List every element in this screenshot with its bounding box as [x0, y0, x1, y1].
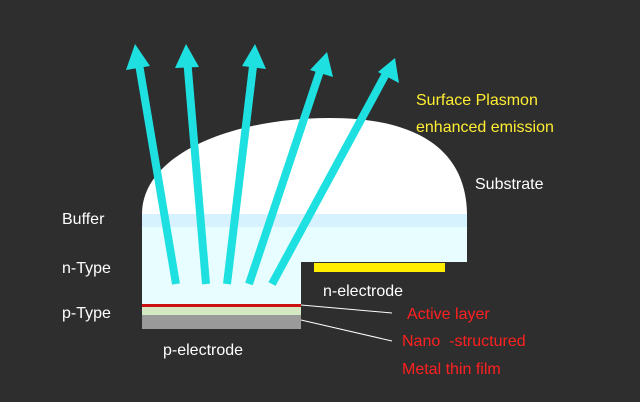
active-layer [142, 304, 301, 307]
emission-arrow-head [378, 58, 399, 83]
label-n-type: n-Type [62, 260, 111, 277]
label-substrate: Substrate [475, 176, 544, 193]
label-nano-line1: Nano -structured [402, 333, 526, 350]
label-p-electrode: p-electrode [163, 342, 243, 359]
nano-structured-metal-film [142, 307, 301, 315]
emission-arrow-head [310, 52, 333, 77]
label-nano-line2: Metal thin film [402, 361, 501, 378]
n-electrode [314, 263, 445, 272]
emission-arrow-shaft [134, 57, 180, 285]
emission-arrow-head [126, 44, 150, 70]
label-emission-line2: enhanced emission [416, 119, 554, 136]
label-p-type: p-Type [62, 305, 111, 322]
emission-arrow-head [175, 44, 199, 68]
emission-arrow-shaft [268, 68, 392, 286]
p-electrode [142, 315, 301, 329]
emission-arrow-shaft [223, 57, 258, 285]
emission-arrow-head [242, 44, 266, 69]
label-buffer: Buffer [62, 211, 105, 228]
substrate-dome [142, 118, 467, 214]
leader-line-active-layer [300, 304, 393, 314]
label-active-layer: Active layer [407, 306, 490, 323]
n-type-layer [142, 227, 467, 305]
leader-line-nano-film [300, 319, 393, 342]
label-n-electrode: n-electrode [323, 283, 403, 300]
emission-arrow-shaft [183, 57, 210, 285]
emission-arrows [126, 44, 399, 286]
emission-arrow-shaft [245, 63, 326, 286]
label-emission-line1: Surface Plasmon [416, 92, 538, 109]
